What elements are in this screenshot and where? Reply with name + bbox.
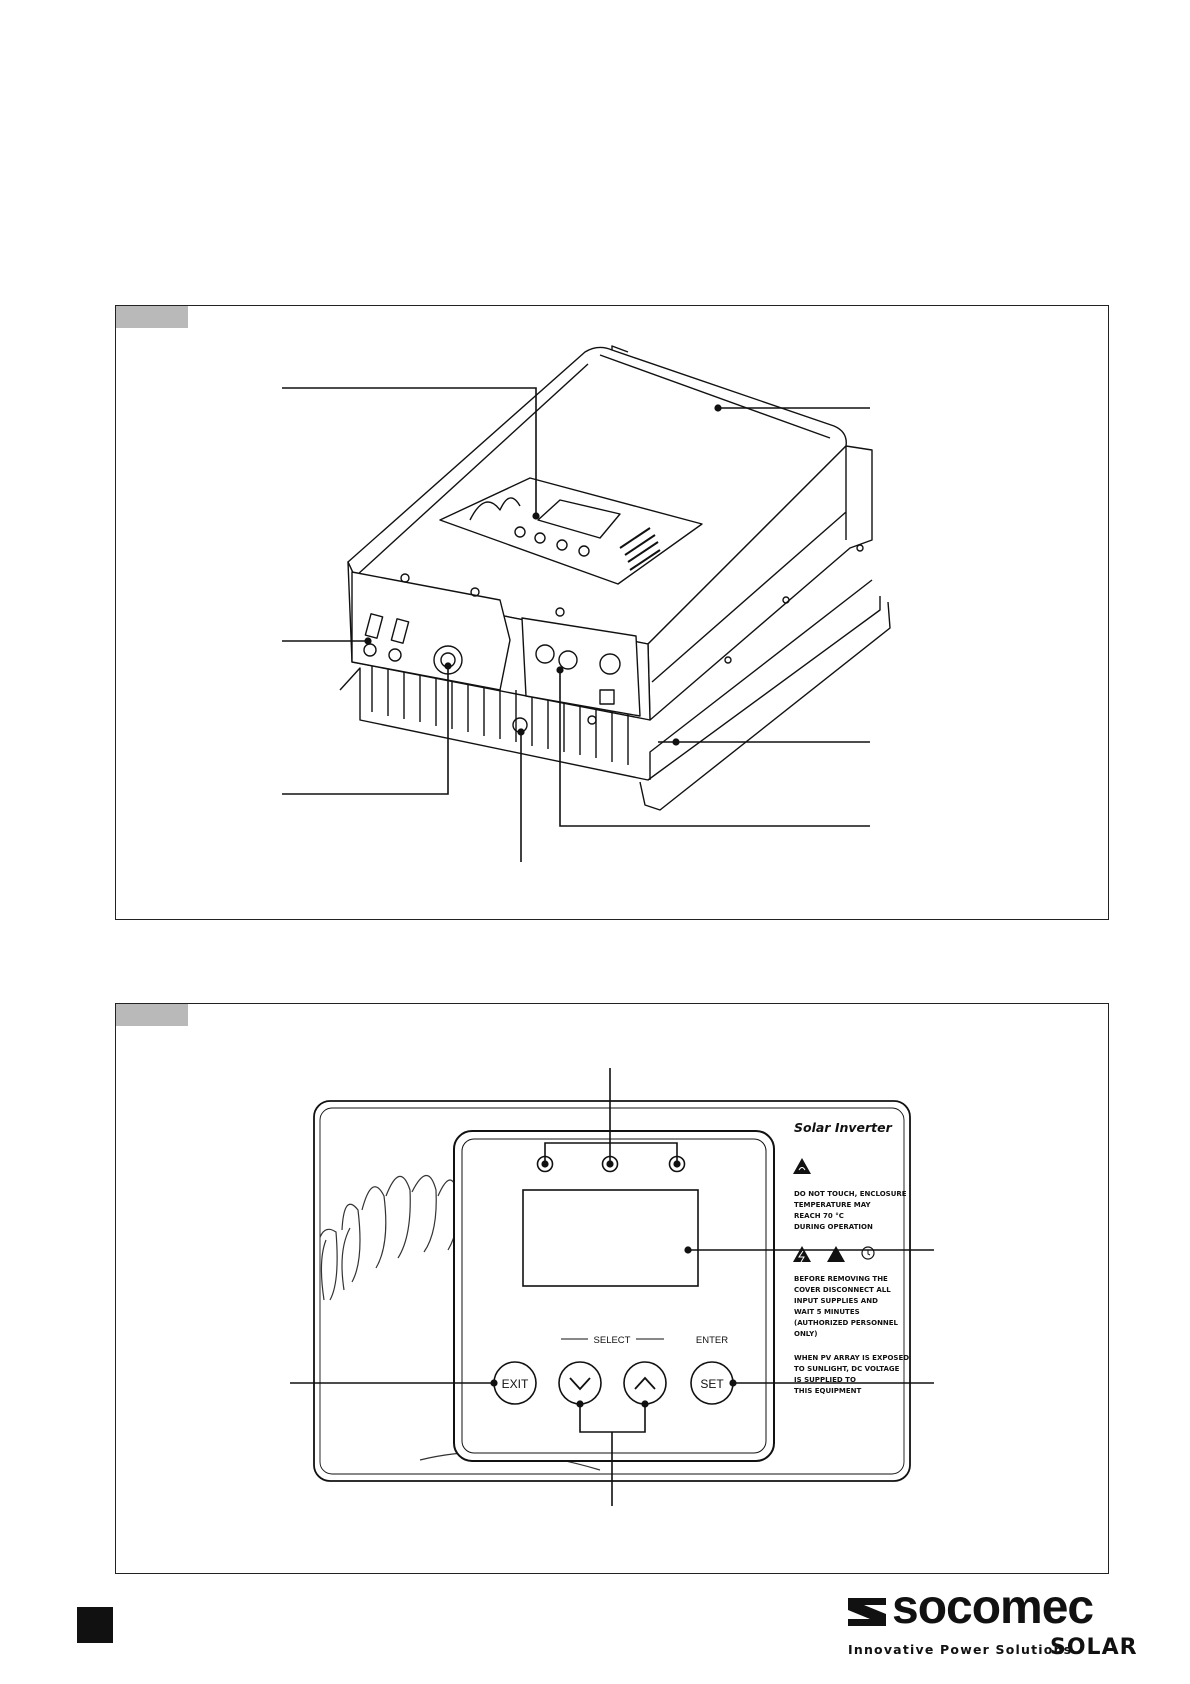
- timer-icon: [861, 1246, 875, 1260]
- figure-1-tab: [116, 306, 188, 328]
- warning-line: DO NOT TOUCH, ENCLOSURE: [794, 1190, 907, 1198]
- set-button-label: SET: [700, 1377, 724, 1391]
- warning-line: BEFORE REMOVING THE: [794, 1275, 888, 1283]
- warning-line: ONLY): [794, 1330, 817, 1338]
- logo-solar-text: SOLAR: [1050, 1635, 1138, 1660]
- exit-button[interactable]: EXIT: [493, 1361, 537, 1405]
- warning-line: DURING OPERATION: [794, 1223, 873, 1231]
- logo-tagline: Innovative Power Solutions: [848, 1642, 1073, 1657]
- warning-line: REACH 70 °C: [794, 1212, 844, 1220]
- warning-line: TEMPERATURE MAY: [794, 1201, 871, 1209]
- up-button[interactable]: [623, 1361, 667, 1405]
- lcd-screen: [522, 1189, 699, 1287]
- display-bezel: [453, 1130, 775, 1462]
- warning-line: WAIT 5 MINUTES: [794, 1308, 860, 1316]
- page-number-marker: [77, 1607, 113, 1643]
- warning-line: TO SUNLIGHT, DC VOLTAGE: [794, 1365, 900, 1373]
- callout-select: [579, 1404, 646, 1506]
- figure-2-tab: [116, 1004, 188, 1026]
- panel-brand-title: Solar Inverter: [794, 1120, 893, 1135]
- logo-brand-text: socomec: [892, 1581, 1094, 1634]
- warning-line: (AUTHORIZED PERSONNEL: [794, 1319, 899, 1327]
- warning-line: WHEN PV ARRAY IS EXPOSED: [794, 1354, 909, 1362]
- exit-button-label: EXIT: [502, 1377, 529, 1391]
- enter-label: ENTER: [696, 1335, 728, 1346]
- down-button[interactable]: [558, 1361, 602, 1405]
- select-label: SELECT: [594, 1335, 631, 1346]
- socomec-logo: socomec Innovative Power Solutions SOLAR: [846, 1582, 1137, 1662]
- warning-hot-icon-2: [827, 1246, 845, 1262]
- figure-2-callouts: [290, 1068, 934, 1506]
- chevron-down-icon: [569, 1377, 591, 1391]
- warning-hot-icon: [793, 1158, 811, 1174]
- warning-line: COVER DISCONNECT ALL: [794, 1286, 891, 1294]
- warning-shock-icon: [793, 1246, 811, 1263]
- set-button[interactable]: SET: [690, 1361, 734, 1405]
- chevron-up-icon: [634, 1376, 656, 1390]
- callout-leds: [544, 1068, 678, 1164]
- warning-line: INPUT SUPPLIES AND: [794, 1297, 878, 1305]
- warning-text-block: DO NOT TOUCH, ENCLOSURE TEMPERATURE MAY …: [794, 1190, 909, 1395]
- socomec-logo-mark: [848, 1598, 886, 1626]
- warning-line: THIS EQUIPMENT: [794, 1387, 861, 1395]
- warning-line: IS SUPPLIED TO: [794, 1376, 856, 1384]
